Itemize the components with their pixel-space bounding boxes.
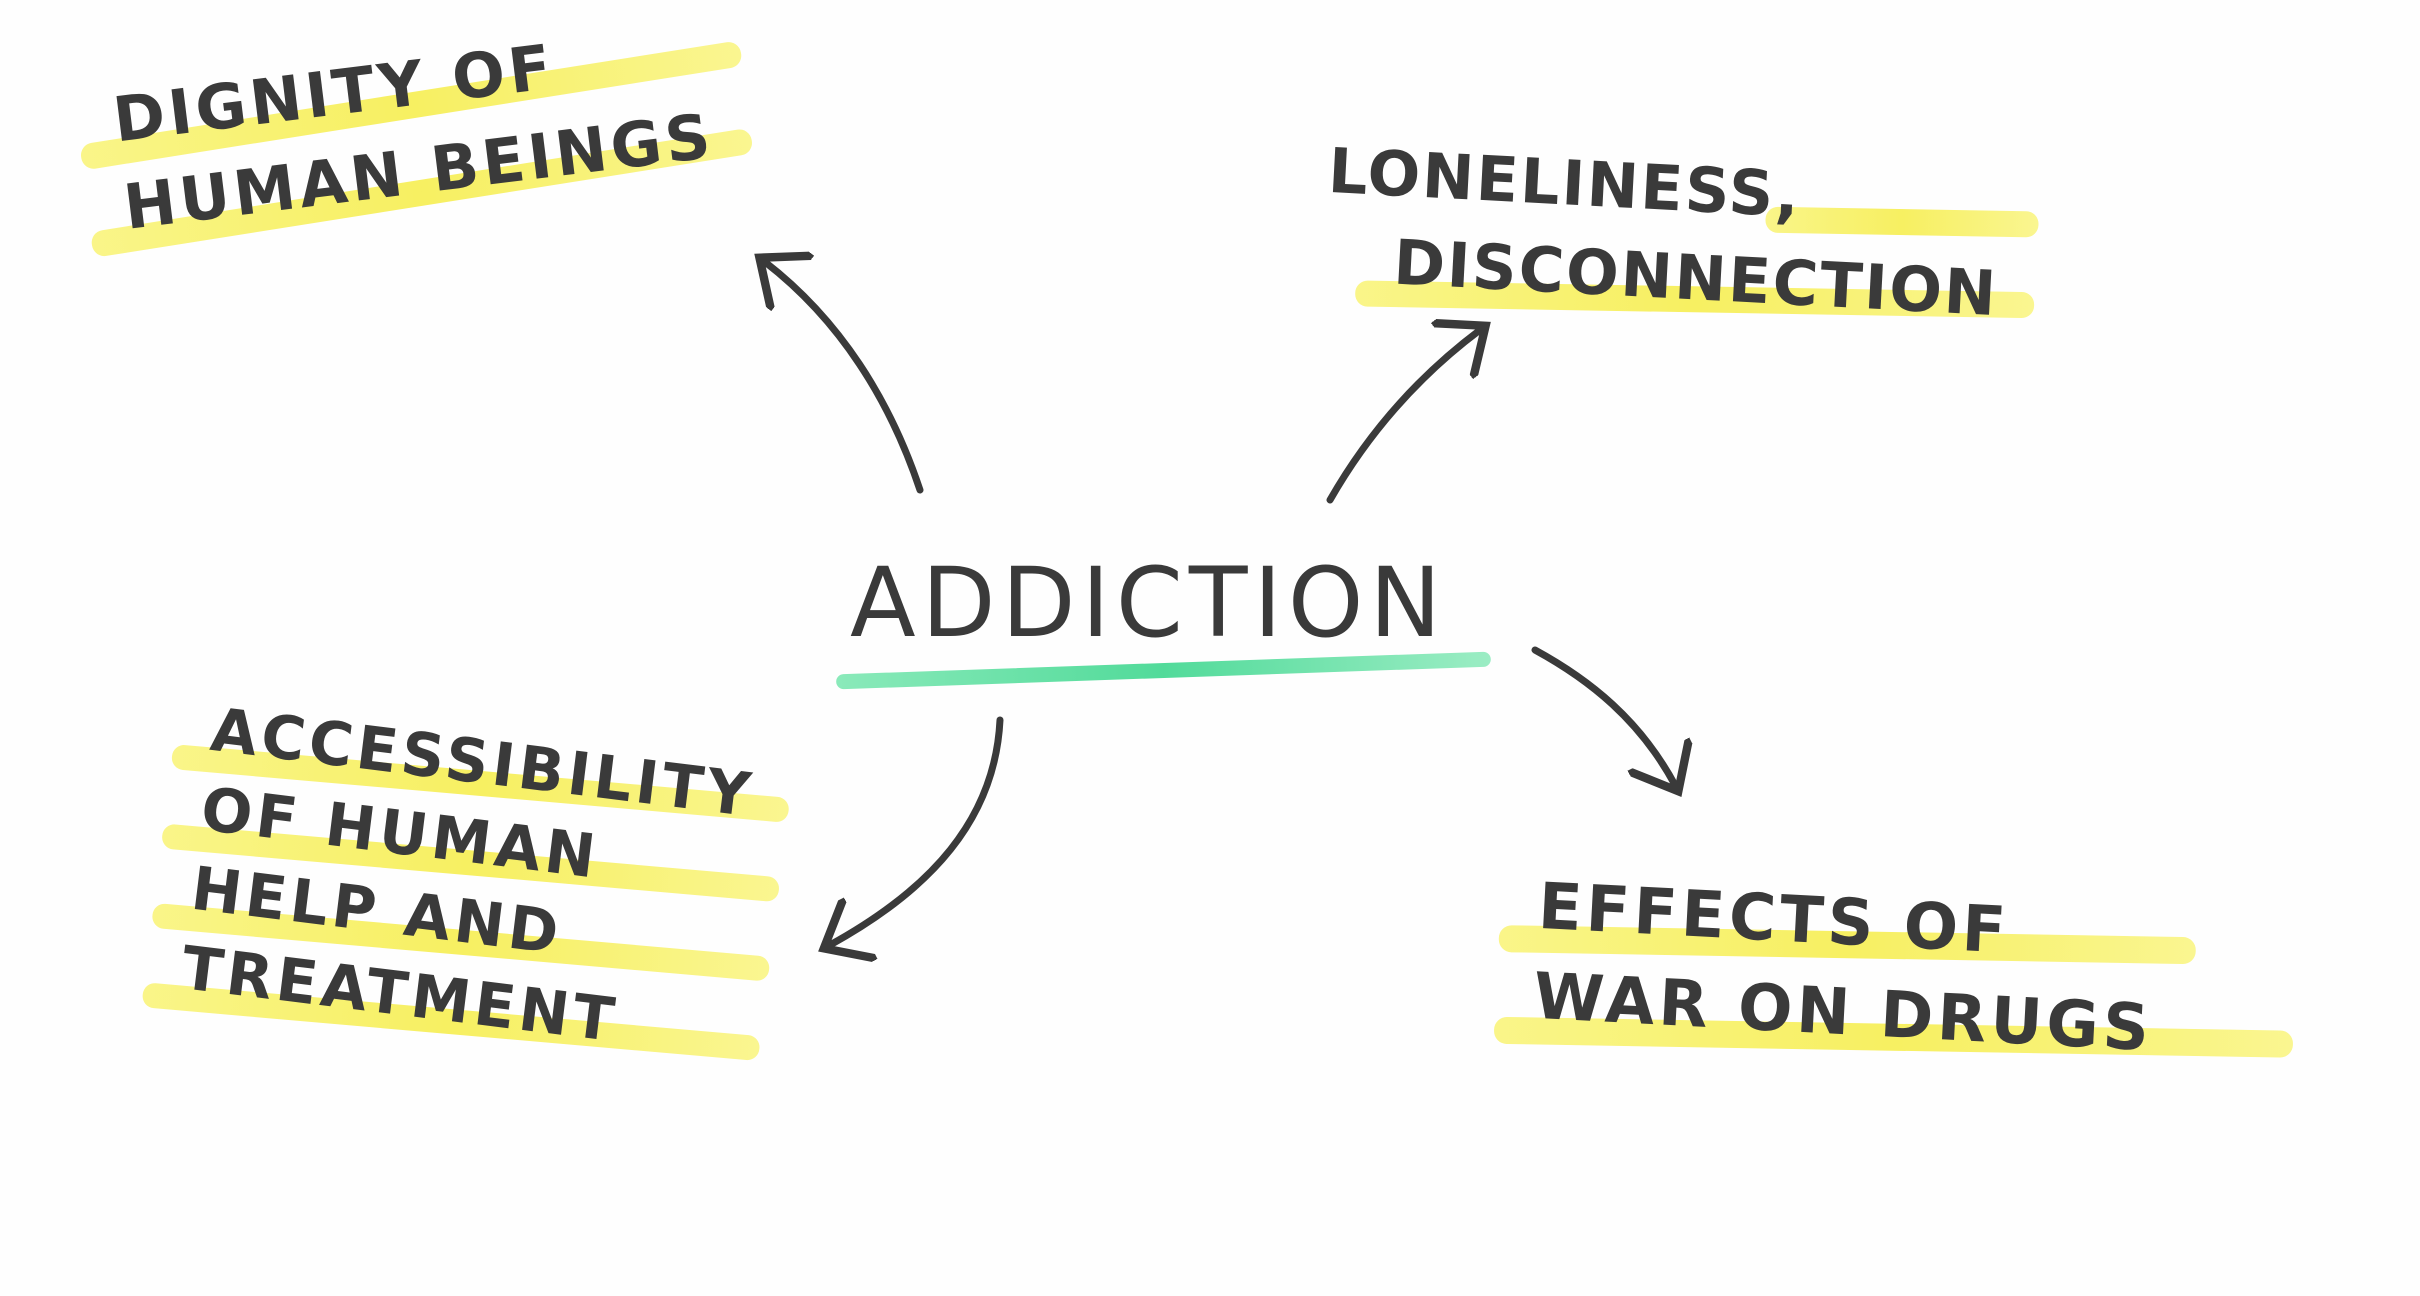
central-topic-label: ADDICTION <box>850 547 1448 659</box>
arrow-to-bottom-left <box>830 716 1004 945</box>
node-war-on-drugs: EFFECTS OF WAR ON DRUGS <box>1493 870 2294 1087</box>
arrow-to-bottom-right <box>1531 646 1675 785</box>
node-war-on-drugs-line-2: WAR ON DRUGS <box>1531 959 2155 1067</box>
node-loneliness: LONELINESS, DISCONNECTION <box>1321 134 2039 351</box>
node-loneliness-line-2: DISCONNECTION <box>1391 225 2000 331</box>
node-accessibility: ACCESSIBILITY OF HUMAN HELP AND TREATMEN… <box>141 695 790 1084</box>
highlight-stroke <box>1765 206 2039 238</box>
central-topic: ADDICTION <box>835 555 1491 690</box>
arrow-to-top-right <box>1326 330 1480 504</box>
arrow-to-top-left <box>765 262 924 494</box>
